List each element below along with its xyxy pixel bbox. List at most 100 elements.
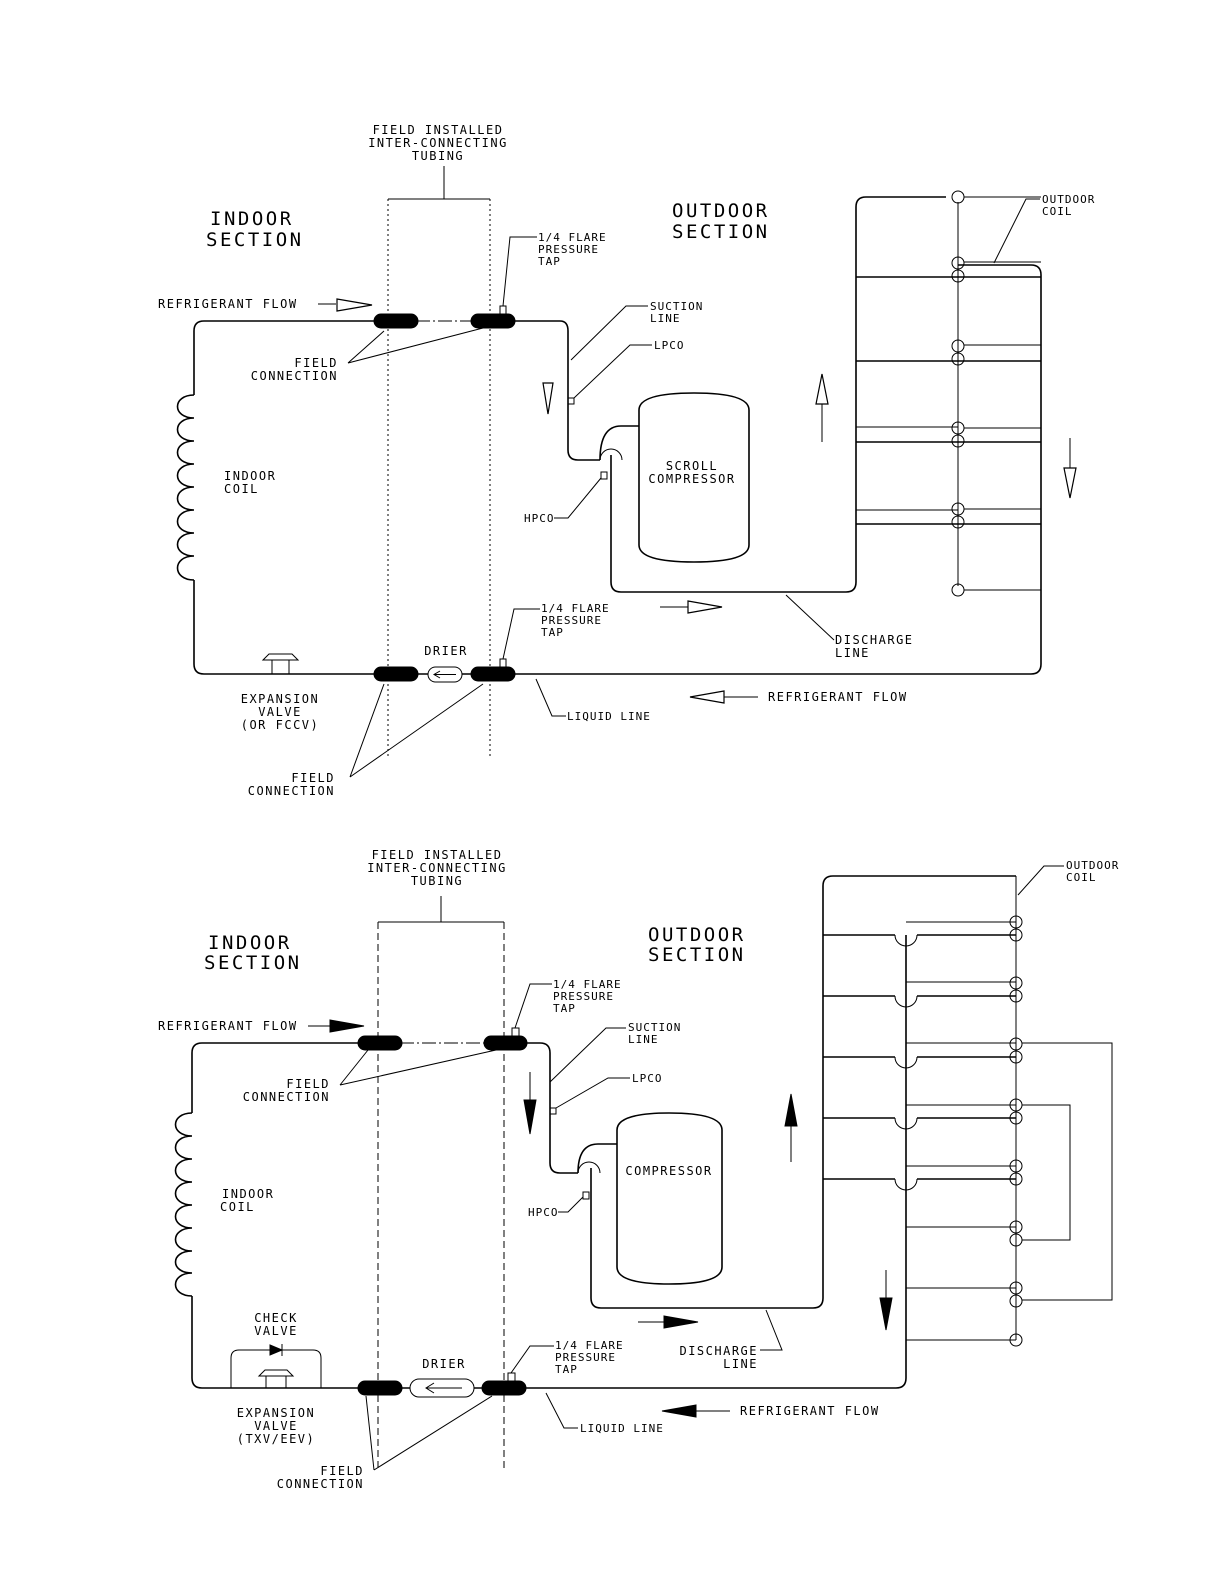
liquid-line-leader <box>535 678 566 717</box>
discharge-line-label-line1: DISCHARGE <box>679 1344 758 1358</box>
outdoor-coil-leader <box>993 198 1040 264</box>
hpco-leader <box>558 1196 584 1213</box>
field-connection-top-label-line2: CONNECTION <box>251 369 338 383</box>
pressure-tap-liquid <box>499 658 507 668</box>
outdoor-coil-tubes-main <box>856 276 1041 525</box>
outdoor-coil-label-line2: COIL <box>1042 205 1073 218</box>
outdoor-section-label-line1: OUTDOOR <box>672 200 770 222</box>
suction-line-pipe <box>513 320 600 461</box>
field-connection-top-label-line1: FIELD <box>286 1077 330 1091</box>
coil-return-bend <box>1009 1281 1023 1295</box>
flow-arrow-down-suction <box>523 1099 537 1135</box>
suction-pipe-indoor <box>191 1042 360 1113</box>
flare-tap-bottom-leader <box>510 1345 554 1374</box>
hpco-label: HPCO <box>524 512 555 525</box>
suction-line-label-line2: LINE <box>650 312 681 325</box>
coil-return-bend <box>1009 1037 1023 1051</box>
outdoor-section-label-line2: SECTION <box>648 944 746 966</box>
lpco-label: LPCO <box>654 339 685 352</box>
outdoor-coil-label-line1: OUTDOOR <box>1066 859 1119 872</box>
coil-return-bend <box>1009 1050 1023 1064</box>
suction-pipe-indoor <box>193 320 376 395</box>
liquid-line-pipe <box>525 935 907 1389</box>
flare-tap-bottom-label-line2: PRESSURE <box>541 614 602 627</box>
suction-line-label-line1: SUCTION <box>628 1021 681 1034</box>
compressor-label-line2: COMPRESSOR <box>648 472 735 486</box>
indoor-coil-label-line2: COIL <box>220 1200 255 1214</box>
flow-arrow-up-discharge <box>815 373 829 405</box>
tubing-label-line2: INTER-CONNECTING <box>367 861 507 875</box>
expansion-valve-label-line2: VALVE <box>258 705 302 719</box>
check-valve-bypass <box>230 1349 322 1388</box>
drier <box>427 666 463 683</box>
compressor-suction-inlet <box>599 425 639 461</box>
indoor-coil-label-line1: INDOOR <box>222 1187 274 1201</box>
flare-tap-top-label-line2: PRESSURE <box>538 243 599 256</box>
outdoor-coil <box>823 876 1113 1347</box>
refrigerant-flow-label-top: REFRIGERANT FLOW <box>158 1019 298 1033</box>
field-connection-suction-outdoor <box>483 1035 528 1051</box>
lpco-switch <box>567 397 575 405</box>
coil-return-bend <box>1009 1172 1023 1186</box>
refrigerant-flow-label-bottom: REFRIGERANT FLOW <box>768 690 908 704</box>
liquid-pipe-indoor <box>193 580 376 675</box>
field-connection-bottom-label-line1: FIELD <box>291 771 335 785</box>
field-connection-bottom-label-line2: CONNECTION <box>277 1477 364 1491</box>
flow-arrow-right-discharge <box>687 600 723 614</box>
field-connection-suction-outdoor <box>470 313 516 329</box>
tubing-label-line1: FIELD INSTALLED <box>372 848 503 862</box>
coil-return-bend <box>951 339 965 353</box>
hpco-switch <box>582 1191 590 1200</box>
check-valve <box>269 1344 284 1356</box>
flow-arrow-down-coil <box>879 1297 893 1331</box>
coil-return-bend <box>1009 1220 1023 1234</box>
flare-tap-bottom-label-line3: TAP <box>555 1363 578 1376</box>
lpco-switch <box>549 1107 557 1115</box>
coil-return-bend <box>951 583 965 597</box>
coil-return-bend <box>951 256 965 270</box>
indoor-coil-label-line2: COIL <box>224 482 259 496</box>
coil-return-bend <box>1009 1333 1023 1347</box>
outdoor-section-label-line2: SECTION <box>672 221 770 243</box>
field-connection-liquid-outdoor <box>481 1380 527 1396</box>
lpco-leader <box>555 1077 630 1109</box>
expansion-valve-label-line1: EXPANSION <box>241 692 320 706</box>
expansion-valve <box>257 1369 295 1388</box>
flare-tap-bottom-label-line2: PRESSURE <box>555 1351 616 1364</box>
liquid-line-label: LIQUID LINE <box>567 710 651 723</box>
coil-return-bend <box>1009 1159 1023 1173</box>
flow-arrow-right-hollow <box>336 298 373 312</box>
liquid-line-leader <box>545 1392 578 1429</box>
pressure-tap-liquid <box>507 1372 516 1382</box>
field-connection-bottom-leaders <box>365 1395 493 1471</box>
liquid-line-pipe <box>513 264 1042 675</box>
compressor-inlet-bend <box>577 1161 601 1174</box>
indoor-coil-label-line1: INDOOR <box>224 469 276 483</box>
compressor-label-line1: SCROLL <box>666 459 718 473</box>
flare-tap-top-label-line2: PRESSURE <box>553 990 614 1003</box>
expansion-valve-label-line1: EXPANSION <box>237 1406 316 1420</box>
outdoor-coil-tubes-return <box>856 196 1041 591</box>
diagram-bottom: FIELD INSTALLED INTER-CONNECTING TUBING … <box>158 848 1119 1491</box>
discharge-line-label-line2: LINE <box>835 646 870 660</box>
tubing-bracket <box>378 896 504 923</box>
field-connection-liquid-outdoor <box>470 666 516 682</box>
field-connection-bottom-label-line2: CONNECTION <box>248 784 335 798</box>
flow-arrow-left-liquid <box>661 1404 697 1418</box>
field-connection-bottom-leaders <box>349 683 484 778</box>
outdoor-coil-tubes-return <box>906 921 1016 1341</box>
drier <box>409 1378 475 1398</box>
expansion-valve-label-line3: (OR FCCV) <box>241 718 320 732</box>
discharge-line-label-line1: DISCHARGE <box>835 633 914 647</box>
flare-tap-bottom-label-line3: TAP <box>541 626 564 639</box>
coil-return-bend <box>951 421 965 435</box>
indoor-coil <box>176 394 195 581</box>
discharge-line-leader <box>785 594 835 641</box>
coil-return-bend <box>951 515 965 529</box>
flare-tap-top-label-line3: TAP <box>538 255 561 268</box>
coil-return-bend <box>1009 1294 1023 1308</box>
expansion-valve-label-line3: (TXV/EEV) <box>237 1432 316 1446</box>
compressor-suction-inlet <box>577 1143 617 1174</box>
field-connection-bottom-label-line1: FIELD <box>320 1464 364 1478</box>
flow-arrow-down-suction <box>542 382 554 415</box>
